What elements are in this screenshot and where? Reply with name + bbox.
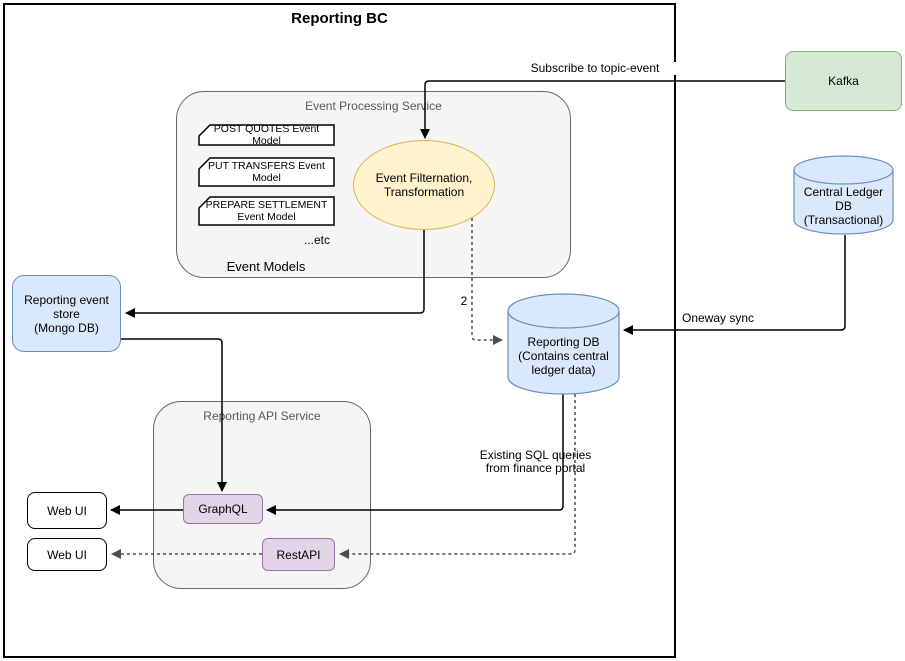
card-shape [198, 196, 335, 226]
transformation-ellipse: Event Filternation, Transformation [353, 140, 495, 230]
edge-transformation-to-event-store [125, 230, 425, 318]
label-line: Existing SQL queries [479, 448, 592, 462]
card-shape [198, 124, 335, 146]
transformation-label-line: Transformation [383, 185, 465, 199]
edge-event-store-to-graphql [121, 338, 227, 492]
card-label-line: Model [252, 172, 281, 184]
graphql-label: GraphQL [198, 502, 248, 516]
edge-label-subscribe: Subscribe to topic-event [510, 62, 680, 75]
label-line: (Mongo DB) [34, 320, 99, 335]
event-processing-service-label: Event Processing Service [305, 99, 442, 113]
edge-reporting-db-to-graphql [266, 394, 564, 515]
graphql-node: GraphQL [183, 494, 263, 524]
transformation-label-line: Event Filternation, [375, 171, 473, 185]
card-post-quotes-event-model: POST QUOTES Event Model [198, 123, 335, 147]
web-ui-label: Web UI [47, 503, 87, 518]
web-ui-bottom-node: Web UI [27, 538, 107, 571]
cylinder-shape [507, 293, 620, 395]
label-line: ledger data) [531, 363, 596, 377]
edge-label-sql-queries: Existing SQL queries from finance portal [468, 449, 603, 475]
edge-transformation-to-reporting-db-dashed [471, 218, 503, 345]
central-ledger-db-label: Central Ledger DB (Transactional) [795, 180, 892, 231]
card-prepare-settlement-event-model: PREPARE SETTLEMENT Event Model [198, 196, 335, 226]
label-line: Reporting event [24, 292, 109, 307]
label-line: (Contains central [518, 349, 609, 363]
card-label-line: PREPARE SETTLEMENT [205, 199, 328, 211]
card-label-line: PUT TRANSFERS Event [208, 160, 325, 172]
web-ui-label: Web UI [47, 547, 87, 562]
reporting-db-node: Reporting DB (Contains central ledger da… [507, 293, 620, 395]
edge-reporting-db-to-restapi-dashed [339, 394, 576, 559]
edge-label-step-two: 2 [460, 294, 468, 308]
cylinder-shape [793, 155, 894, 235]
label-line: DB [835, 198, 852, 213]
card-put-transfers-event-model: PUT TRANSFERS Event Model [198, 157, 335, 187]
label-line: Reporting DB [527, 335, 600, 349]
card-label: POST QUOTES Event Model [213, 123, 320, 147]
label-line: from finance portal [485, 461, 586, 475]
restapi-label: RestAPI [276, 547, 321, 562]
card-label: PUT TRANSFERS Event Model [200, 157, 333, 187]
card-label: PREPARE SETTLEMENT Event Model [200, 196, 333, 226]
kafka-label: Kafka [828, 74, 859, 88]
card-shape [198, 157, 335, 187]
card-label-line: Event Model [237, 211, 296, 223]
label-line: store [53, 306, 80, 321]
diagram-title: Reporting BC [291, 10, 388, 27]
edge-central-ledger-to-reporting-db [623, 235, 846, 335]
etc-caption: ...etc [303, 233, 330, 247]
edge-kafka-to-transformation [420, 80, 785, 139]
reporting-event-store-node: Reporting event store (Mongo DB) [12, 275, 121, 352]
kafka-node: Kafka [785, 51, 902, 111]
label-line: Central Ledger [803, 184, 884, 199]
event-models-label: Event Models [226, 259, 306, 274]
restapi-node: RestAPI [262, 538, 335, 571]
central-ledger-db-node: Central Ledger DB (Transactional) [793, 155, 894, 235]
reporting-api-service-label: Reporting API Service [203, 409, 321, 423]
label-line: (Transactional) [803, 212, 884, 227]
web-ui-top-node: Web UI [27, 492, 107, 529]
reporting-db-label: Reporting DB (Contains central ledger da… [509, 323, 618, 389]
edge-label-oneway-sync: Oneway sync [677, 312, 759, 325]
